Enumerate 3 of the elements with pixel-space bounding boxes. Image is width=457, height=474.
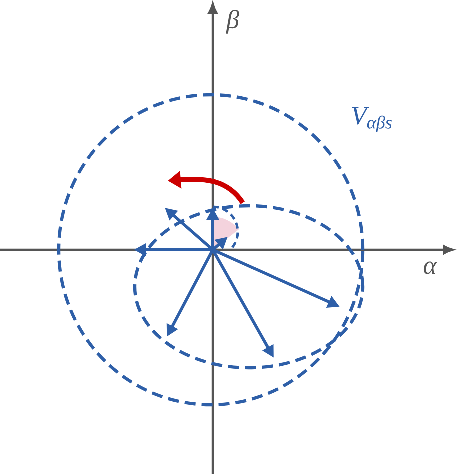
- vector-label: V$_{αβs}$: [352, 107, 392, 133]
- axis-label: α: [424, 262, 438, 274]
- axis-label: β: [226, 10, 240, 34]
